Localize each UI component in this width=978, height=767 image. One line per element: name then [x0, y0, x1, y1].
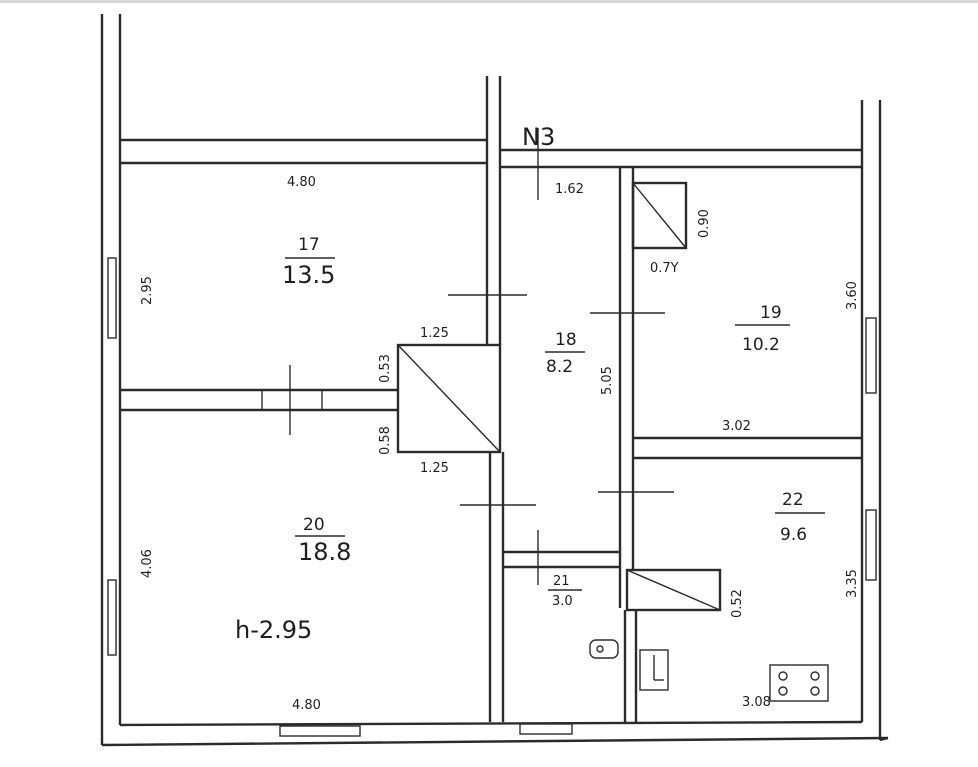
vent-shafts	[396, 181, 722, 612]
dim-r22-width: 3.08	[742, 695, 771, 710]
plan-label: N3	[522, 123, 555, 151]
windows	[107, 257, 877, 737]
fixtures	[589, 639, 829, 702]
room-number: 19	[760, 303, 782, 323]
dim-r17-width: 4.80	[287, 175, 316, 190]
dim-r18-width: 1.62	[555, 182, 584, 197]
dim-vent22-h: 0.52	[730, 589, 745, 618]
room-area: 9.6	[780, 525, 807, 545]
door-marks	[289, 128, 674, 585]
room-area: 8.2	[546, 357, 573, 377]
room-21: 21 3.0	[548, 574, 582, 609]
ceiling-height: h-2.95	[235, 616, 312, 644]
room-18: 18 8.2	[545, 330, 585, 377]
dim-vent19-w: 0.7Y	[650, 261, 679, 276]
room-number: 18	[555, 330, 577, 350]
dim-r20-width: 4.80	[292, 698, 321, 713]
dim-r19-depth: 3.60	[845, 281, 860, 310]
dim-r20-depth: 4.06	[140, 549, 155, 578]
room-area: 18.8	[298, 538, 351, 566]
room-22: 22 9.6	[775, 490, 825, 545]
stove-icon	[769, 664, 829, 702]
dim-r17-depth: 2.95	[140, 276, 155, 305]
sink-icon	[639, 649, 669, 691]
dim-shaft-bottom: 1.25	[420, 461, 449, 476]
dim-shaft-side-top: 0.53	[378, 354, 393, 383]
scan-top-edge	[0, 0, 978, 3]
dim-shaft-side-bottom: 0.58	[378, 426, 393, 455]
room-area: 10.2	[742, 335, 780, 355]
room-labels: 17 13.5 18 8.2 19 10.2 20 18.8 21 3.0 22…	[282, 235, 825, 609]
room-number: 21	[553, 574, 570, 589]
room-19: 19 10.2	[735, 303, 790, 355]
room-area: 3.0	[552, 594, 573, 609]
room-number: 20	[303, 515, 325, 535]
outer-walls	[100, 14, 889, 747]
room-area: 13.5	[282, 261, 335, 289]
interior-walls	[120, 76, 862, 722]
room-17: 17 13.5	[282, 235, 335, 289]
toilet-icon	[589, 639, 619, 659]
room-number: 22	[782, 490, 804, 510]
dim-r19-width: 3.02	[722, 419, 751, 434]
dim-r18-length: 5.05	[600, 366, 615, 395]
dim-vent19-h: 0.90	[697, 209, 712, 238]
room-20: 20 18.8	[295, 515, 351, 566]
dim-shaft-top: 1.25	[420, 326, 449, 341]
dim-r22-depth: 3.35	[845, 569, 860, 598]
dimension-labels: 4.80 2.95 1.62 5.05 3.60 3.02 4.80 4.06 …	[140, 175, 860, 713]
room-number: 17	[298, 235, 320, 255]
